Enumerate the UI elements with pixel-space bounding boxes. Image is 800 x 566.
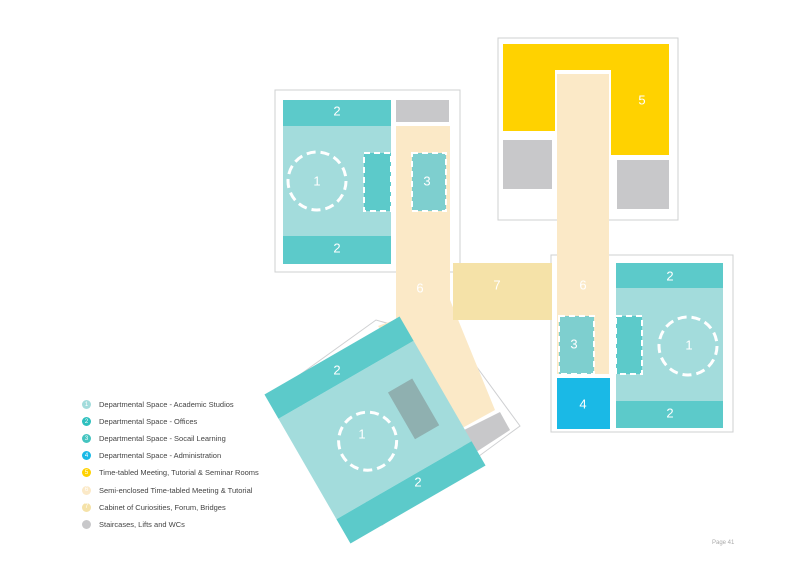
label-2d: 2 [666, 406, 673, 421]
office-left-bottom [283, 236, 391, 264]
office-left-top [283, 100, 391, 126]
core-right [617, 160, 669, 209]
social-right-b [615, 315, 643, 375]
legend-label: Departmental Space - Academic Studios [99, 400, 234, 410]
label-7: 7 [493, 278, 500, 293]
label-2a: 2 [333, 104, 340, 119]
legend-label: Departmental Space - Offices [99, 417, 198, 427]
label-3a: 3 [423, 174, 430, 189]
admin-room [557, 378, 610, 429]
legend-item: 5 Time-tabled Meeting, Tutorial & Semina… [82, 464, 382, 481]
legend-swatch-1: 1 [82, 400, 91, 410]
legend-item: 7 Cabinet of Curiosities, Forum, Bridges [82, 499, 382, 516]
page-number: Page 41 [712, 540, 735, 546]
label-2f: 2 [414, 475, 421, 490]
studio-ring-right [657, 315, 719, 377]
legend-item: 6 Semi-enclosed Time-tabled Meeting & Tu… [82, 481, 382, 498]
label-4: 4 [579, 397, 586, 412]
legend-item: 4 Departmental Space - Administration [82, 447, 382, 464]
legend-item: 2 Departmental Space - Offices [82, 413, 382, 430]
legend-item: 1 Departmental Space - Academic Studios [82, 396, 382, 413]
legend-swatch-4: 4 [82, 451, 91, 461]
legend-swatch-3: 3 [82, 434, 91, 444]
label-2c: 2 [666, 269, 673, 284]
label-1a: 1 [313, 174, 320, 189]
core-top-left [396, 100, 449, 122]
legend-swatch-5: 5 [82, 468, 91, 478]
office-right-bottom [616, 401, 723, 428]
legend-item: Staircases, Lifts and WCs [82, 516, 382, 533]
seminar-rooms [503, 44, 669, 155]
legend-label: Time-tabled Meeting, Tutorial & Seminar … [99, 468, 259, 478]
label-1b: 1 [685, 338, 692, 353]
legend-label: Cabinet of Curiosities, Forum, Bridges [99, 502, 226, 512]
legend-swatch-2: 2 [82, 417, 91, 427]
legend-label: Departmental Space - Administration [99, 451, 222, 461]
legend-label: Staircases, Lifts and WCs [99, 519, 185, 529]
studio-ring-bottom [337, 410, 399, 472]
social-left-a [363, 152, 392, 212]
label-1c: 1 [358, 427, 365, 442]
legend-label: Semi-enclosed Time-tabled Meeting & Tuto… [99, 485, 253, 495]
core-mid [503, 140, 552, 189]
core-bottom-inner [387, 378, 440, 440]
social-right-a [558, 315, 595, 375]
legend-swatch-8 [82, 519, 91, 529]
legend-swatch-6: 6 [82, 485, 91, 495]
office-bottom-bottom [336, 441, 486, 544]
label-2b: 2 [333, 241, 340, 256]
label-6b: 6 [579, 278, 586, 293]
office-right-top [616, 263, 723, 288]
legend: 1 Departmental Space - Academic Studios … [82, 396, 382, 533]
bottom-wing-group [264, 316, 486, 544]
label-2e: 2 [333, 363, 340, 378]
office-bottom-top [264, 316, 414, 419]
studio-bottom [278, 340, 472, 520]
legend-label: Departmental Space - Socail Learning [99, 434, 226, 444]
label-6a: 6 [416, 281, 423, 296]
label-5: 5 [638, 93, 645, 108]
forum-bridge [453, 263, 552, 320]
social-left-b [411, 152, 447, 212]
legend-item: 3 Departmental Space - Socail Learning [82, 430, 382, 447]
label-3b: 3 [570, 337, 577, 352]
studio-ring-left [286, 150, 348, 212]
legend-swatch-7: 7 [82, 502, 91, 512]
